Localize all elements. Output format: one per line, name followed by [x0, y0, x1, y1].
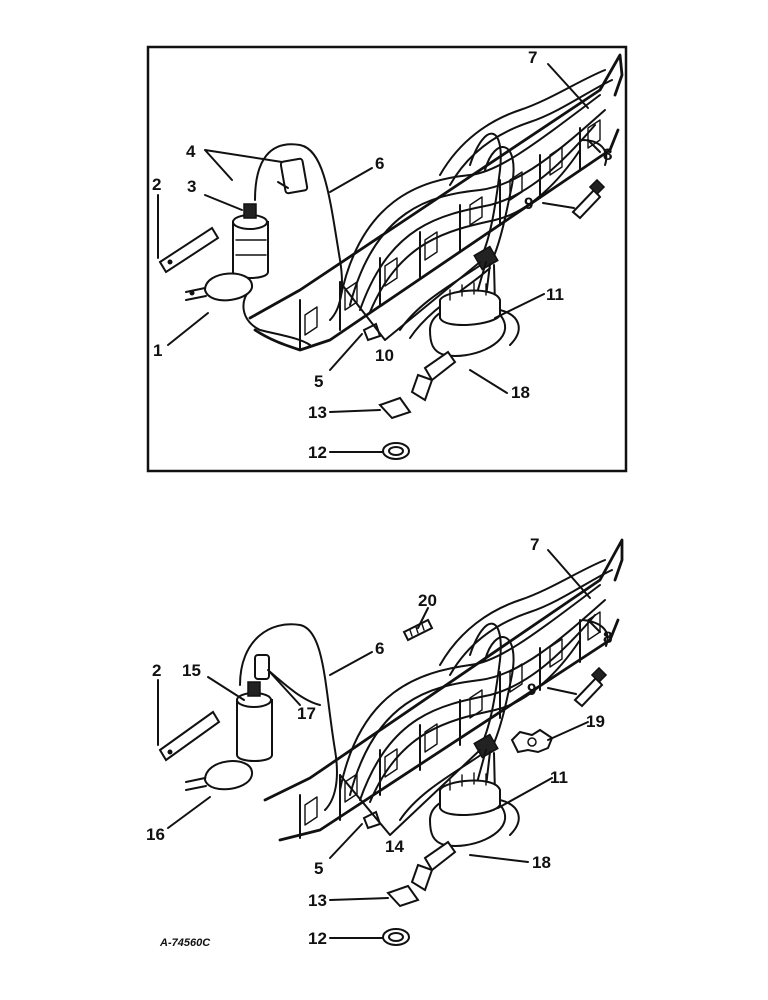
callout-8: 8 [603, 628, 612, 647]
callout-4: 4 [186, 142, 196, 161]
coil-wire-lower [239, 623, 338, 811]
figure-code: A-74560C [159, 937, 211, 949]
callout-2: 2 [152, 661, 161, 680]
upper-callout-lines [157, 63, 601, 453]
callout-17: 17 [297, 704, 316, 723]
callout-18: 18 [532, 853, 551, 872]
callout-19: 19 [586, 712, 605, 731]
callout-7: 7 [530, 535, 539, 554]
callout-6: 6 [375, 154, 384, 173]
distributor-lower [410, 772, 520, 892]
coil-bracket-lower [158, 710, 221, 762]
callout-9: 9 [524, 194, 533, 213]
o-ring [382, 442, 410, 460]
coil-bracket [158, 226, 220, 274]
ignition-coil [232, 203, 269, 279]
spark-plug-lower [573, 666, 608, 708]
distributor-gasket [378, 396, 412, 420]
callout-16: 16 [146, 825, 165, 844]
callout-9: 9 [527, 680, 536, 699]
upper-diagram: 7 4 6 8 2 3 9 11 1 10 5 18 13 12 [146, 45, 628, 473]
plug-terminal [581, 139, 608, 166]
ignition-coil-lower [236, 681, 273, 762]
spark-plug [571, 178, 606, 220]
wire-connector [402, 618, 434, 642]
o-ring-lower [382, 928, 410, 946]
lower-callouts: 7 20 6 8 2 15 9 17 19 11 16 14 5 18 13 1… [146, 535, 612, 948]
callout-11: 11 [546, 285, 564, 304]
callout-6: 6 [375, 639, 384, 658]
callout-18: 18 [511, 383, 530, 402]
callout-12: 12 [308, 929, 327, 948]
lower-callout-lines [157, 549, 601, 939]
lower-diagram: 7 20 6 8 2 15 9 17 19 11 16 14 5 18 13 1… [146, 535, 624, 949]
distributor [410, 282, 520, 402]
upper-diagram-frame [146, 45, 628, 473]
callout-13: 13 [308, 891, 327, 910]
callout-2: 2 [152, 175, 161, 194]
callout-13: 13 [308, 403, 327, 422]
ignition-wire-harness [339, 69, 613, 339]
upper-callouts: 7 4 6 8 2 3 9 11 1 10 5 18 13 12 [152, 48, 612, 462]
ignition-wire-harness-lower [339, 559, 613, 821]
distributor-gasket-lower [386, 884, 420, 908]
callout-1: 1 [153, 341, 162, 360]
callout-8: 8 [603, 145, 612, 164]
callout-15: 15 [182, 661, 201, 680]
callout-11: 11 [550, 768, 568, 787]
callout-5: 5 [314, 859, 323, 878]
callout-7: 7 [528, 48, 537, 67]
callout-20: 20 [418, 591, 437, 610]
plug-terminal-lower [582, 619, 609, 647]
callout-12: 12 [308, 443, 327, 462]
callout-10: 10 [375, 346, 394, 365]
engine-block-outline [248, 53, 624, 352]
callout-14: 14 [385, 837, 404, 856]
coil-clamp-lower [185, 760, 254, 791]
ballast-resistor [254, 654, 270, 680]
distributor-cap-gasket [510, 728, 554, 754]
callout-3: 3 [187, 177, 196, 196]
resistor [277, 157, 309, 195]
coil-clamp [185, 272, 253, 302]
callout-5: 5 [314, 372, 323, 391]
coil-ground-wire [242, 289, 311, 346]
coil-wire [254, 143, 343, 321]
